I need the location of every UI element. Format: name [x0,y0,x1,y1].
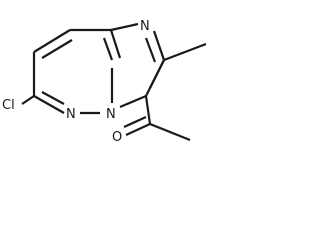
bond-carbonyl-methyl [149,122,191,142]
structure-diagram: Cl N N N O [0,0,222,152]
bond-c8a-n4 [109,29,122,59]
nitrogen-pyridazine-label: N [66,107,76,122]
oxygen-atom-label: O [112,130,122,145]
bond-c6-n1-double [41,91,65,105]
bond-n-imine-c2 [152,30,166,61]
bond-c6-n1 [33,95,65,114]
bond-c8-c7-double [41,39,73,59]
molecule-drawing: Cl N N N O [2,19,207,145]
nitrogen-bridge-label: N [106,107,116,122]
bond-carbonyl-oxygen [125,123,151,136]
bond-c3-n4-double [149,59,165,89]
bond-c3-carbonyl [144,95,152,125]
bond-c8-c7 [33,29,71,53]
bond-c8a-n-imine [110,22,139,32]
bond-c8a-c7-inner-double [102,37,114,61]
nitrogen-imine-label: N [140,19,150,34]
chlorine-atom-label: Cl [2,98,15,113]
bond-c6-cl [21,95,35,105]
bond-c2-methyl [163,42,207,62]
bond-carbonyl-oxygen-double [123,115,147,129]
bond-n-imine-c2-double [144,37,157,63]
bond-c3-n4 [119,94,147,109]
